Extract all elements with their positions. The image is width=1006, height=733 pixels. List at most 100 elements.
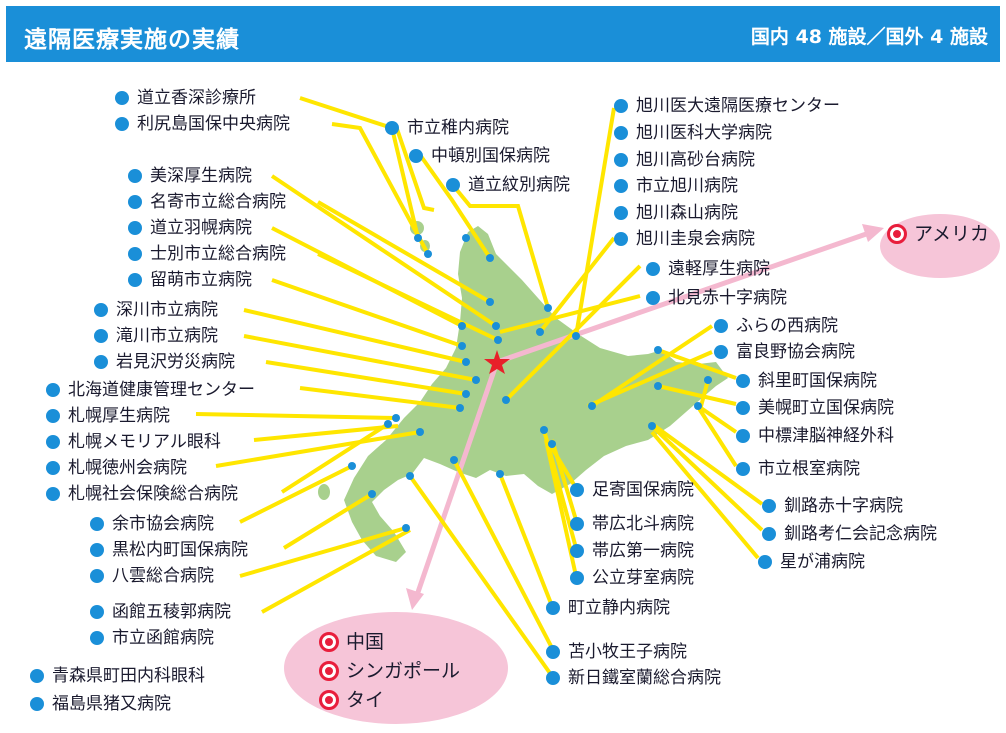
connector (215, 430, 421, 468)
facility-label: 滝川市立病院 (94, 326, 218, 346)
map-dot (462, 390, 470, 398)
facility-label: 道立香深診療所 (115, 88, 256, 108)
connector (282, 492, 374, 550)
map-dot (456, 404, 464, 412)
map-dot (406, 472, 414, 480)
map-dot (496, 470, 504, 478)
connector (498, 473, 554, 607)
map-dot (548, 440, 556, 448)
intl-label-singapore: シンガポール (318, 659, 460, 683)
arrow-head-asia (406, 588, 424, 610)
map-dot (424, 250, 432, 258)
facility-label: 星が浦病院 (758, 552, 865, 572)
facility-label: 町立静内病院 (546, 598, 670, 618)
map-dot (462, 234, 470, 242)
map-dot (392, 414, 400, 422)
facility-label: 札幌社会保険総合病院 (46, 484, 238, 504)
connector (316, 200, 492, 304)
facility-label: 函館五稜郭病院 (90, 602, 231, 622)
facility-label: 八雲総合病院 (90, 566, 214, 586)
facility-label: 旭川森山病院 (614, 203, 738, 223)
connector (452, 459, 554, 649)
map-dot (402, 524, 410, 532)
connector (261, 528, 411, 614)
facility-count: 国内 48 施設／国外 4 施設 (750, 26, 988, 48)
connector (408, 474, 554, 678)
connector (574, 107, 616, 337)
facility-label: 苫小牧王子病院 (546, 642, 687, 662)
connector (504, 264, 642, 402)
hokkaido-mainland (344, 226, 728, 562)
facility-label: ふらの西病院 (714, 316, 838, 336)
intl-label-china: 中国 (318, 630, 384, 654)
facility-label: 美幌町立国保病院 (736, 398, 894, 418)
connector (697, 379, 738, 468)
connector (239, 464, 353, 524)
facility-label: 名寄市立総合病院 (128, 192, 286, 212)
map-dot (486, 254, 494, 262)
connector (657, 348, 737, 380)
facility-label: 岩見沢労災病院 (94, 352, 235, 372)
connector (299, 386, 461, 410)
map-dot (572, 332, 580, 340)
connector (317, 252, 499, 342)
connector (652, 426, 764, 532)
america-bubble (880, 214, 1000, 278)
asia-bubble (284, 612, 508, 724)
map-dot (492, 322, 500, 330)
arrow-to-america (496, 229, 873, 365)
connector (499, 294, 641, 334)
map-dot (416, 428, 424, 436)
arrow-head-america (862, 224, 884, 242)
intl-label-america: アメリカ (886, 222, 989, 246)
connector (696, 404, 738, 434)
facility-label: 帯広北斗病院 (570, 514, 694, 534)
facility-label: 深川市立病院 (94, 300, 218, 320)
facility-label: 福島県猪又病院 (30, 694, 171, 714)
facility-label: 留萌市立病院 (128, 270, 252, 290)
connector (243, 308, 467, 364)
connector (195, 412, 397, 420)
facility-label: 公立芽室病院 (570, 568, 694, 588)
map-dot (648, 422, 656, 430)
connector (550, 439, 578, 521)
facility-label: 中頓別国保病院 (409, 146, 550, 166)
map-dot (502, 396, 510, 404)
connector (270, 174, 498, 328)
facility-label: 北海道健康管理センター (46, 380, 255, 400)
facility-label: 中標津脳神経外科 (736, 426, 894, 446)
facility-label: 釧路赤十字病院 (762, 496, 903, 516)
connector (253, 424, 399, 442)
header-banner: 遠隔医療実施の実績 国内 48 施設／国外 4 施設 (6, 6, 1000, 62)
facility-label: 旭川医大遠隔医療センター (614, 96, 840, 116)
facility-label: 新日鐵室蘭総合病院 (546, 668, 721, 688)
connector (271, 278, 463, 348)
connector (394, 125, 435, 212)
facility-label: 青森県町田内科眼科 (30, 666, 205, 686)
connector (650, 430, 760, 560)
connector (416, 150, 492, 260)
connector (265, 360, 467, 396)
facility-label: 市立根室病院 (736, 459, 860, 479)
facility-label: 旭川医科大学病院 (614, 123, 772, 143)
facility-label: 旭川圭泉会病院 (614, 229, 755, 249)
facility-label: 市立旭川病院 (614, 176, 738, 196)
map-dot (540, 426, 548, 434)
facility-label: 道立羽幌病院 (128, 218, 252, 238)
connector (650, 422, 764, 506)
facility-label: 札幌厚生病院 (46, 406, 170, 426)
connector (239, 526, 407, 578)
map-dot (384, 420, 392, 428)
connector (657, 384, 737, 406)
center-star-icon (484, 350, 510, 374)
facility-label: 斜里町国保病院 (736, 371, 877, 391)
facility-label: 富良野協会病院 (714, 342, 855, 362)
facility-label: 美深厚生病院 (128, 166, 252, 186)
facility-label: 市立稚内病院 (385, 118, 509, 138)
arrow-to-asia (413, 361, 500, 599)
map-dot (494, 336, 502, 344)
connector-lines (195, 96, 764, 678)
map-dot (654, 346, 662, 354)
